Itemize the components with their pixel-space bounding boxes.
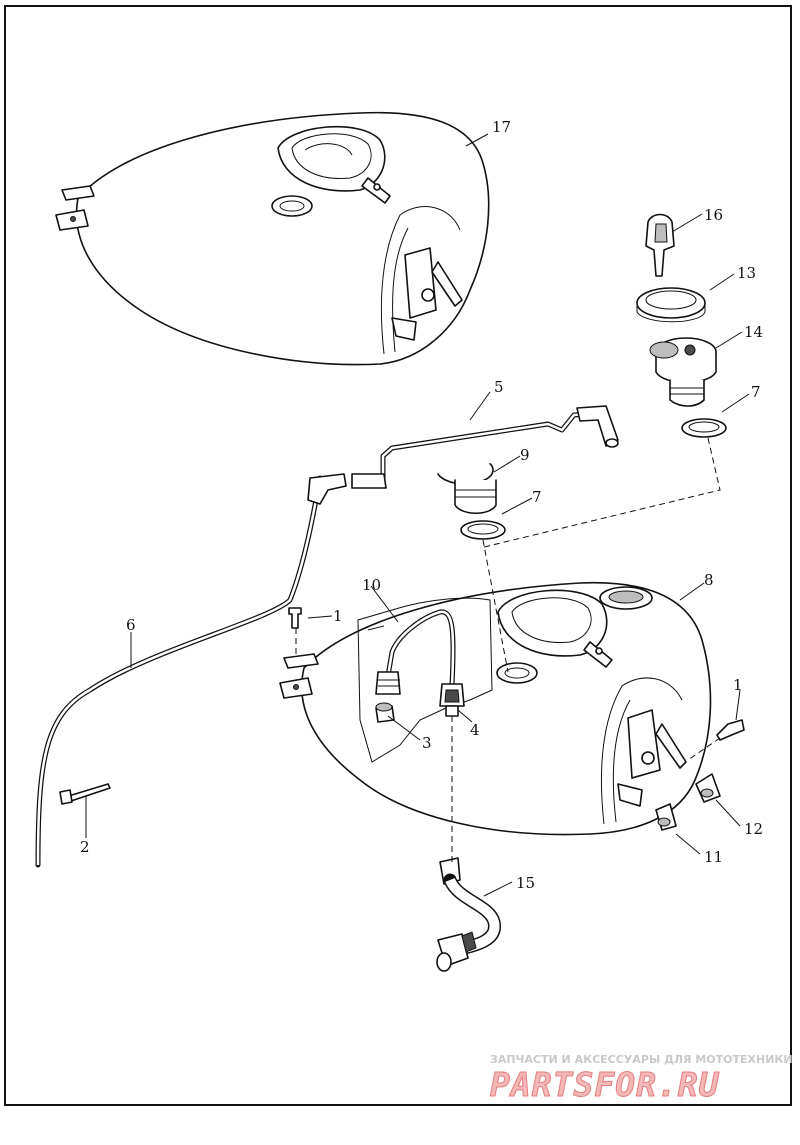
callout-15: 15 bbox=[516, 874, 535, 892]
fuel-tank-upper bbox=[55, 111, 490, 366]
bumper-11 bbox=[655, 803, 677, 831]
callout-7-lower: 7 bbox=[532, 488, 542, 506]
diagram-border bbox=[4, 5, 792, 1106]
fuel-tank-lower bbox=[279, 581, 712, 836]
fuel-supply-hose bbox=[436, 857, 501, 972]
internal-fuel-line bbox=[375, 609, 456, 695]
vent-tube bbox=[351, 405, 619, 489]
locking-fuel-cap bbox=[649, 337, 717, 407]
callout-9: 9 bbox=[520, 446, 530, 464]
vent-line bbox=[35, 473, 347, 868]
watermark-tagline: ЗАПЧАСТИ И АКСЕССУАРЫ ДЛЯ МОТОТЕХНИКИ bbox=[490, 1053, 793, 1066]
bumper-12 bbox=[695, 773, 721, 803]
assembly-lines bbox=[295, 437, 721, 862]
cap-gasket-ring bbox=[636, 287, 706, 323]
callout-5: 5 bbox=[494, 378, 504, 396]
o-ring-lower bbox=[460, 520, 506, 540]
callout-labels: 17 16 13 14 7 5 9 7 8 10 1 6 3 4 1 12 11… bbox=[80, 118, 763, 892]
callout-1-lower: 1 bbox=[733, 676, 743, 694]
callout-8: 8 bbox=[704, 571, 714, 589]
o-ring-upper bbox=[681, 418, 727, 438]
callout-3: 3 bbox=[422, 734, 432, 752]
callout-13: 13 bbox=[737, 264, 756, 282]
callout-4: 4 bbox=[470, 721, 480, 739]
watermark: ЗАПЧАСТИ И АКСЕССУАРЫ ДЛЯ МОТОТЕХНИКИ PA… bbox=[490, 1053, 793, 1105]
callout-11: 11 bbox=[704, 848, 723, 866]
watermark-logo: PARTSFOR.RU bbox=[490, 1065, 720, 1104]
callout-17: 17 bbox=[492, 118, 511, 136]
petcock-fitting bbox=[439, 683, 465, 717]
mounting-screw-lower bbox=[716, 719, 745, 741]
callout-16: 16 bbox=[704, 206, 723, 224]
callout-7-upper: 7 bbox=[751, 383, 761, 401]
fuel-fitting bbox=[375, 702, 395, 723]
callout-12: 12 bbox=[744, 820, 763, 838]
callout-10: 10 bbox=[362, 576, 381, 594]
cable-strap bbox=[59, 783, 111, 805]
ignition-key bbox=[645, 213, 675, 277]
callout-14: 14 bbox=[744, 323, 763, 341]
leader-lines bbox=[85, 133, 750, 897]
callout-1-upper: 1 bbox=[333, 607, 343, 625]
callout-2: 2 bbox=[80, 838, 90, 856]
mounting-screw-upper bbox=[288, 607, 302, 629]
callout-6: 6 bbox=[126, 616, 136, 634]
